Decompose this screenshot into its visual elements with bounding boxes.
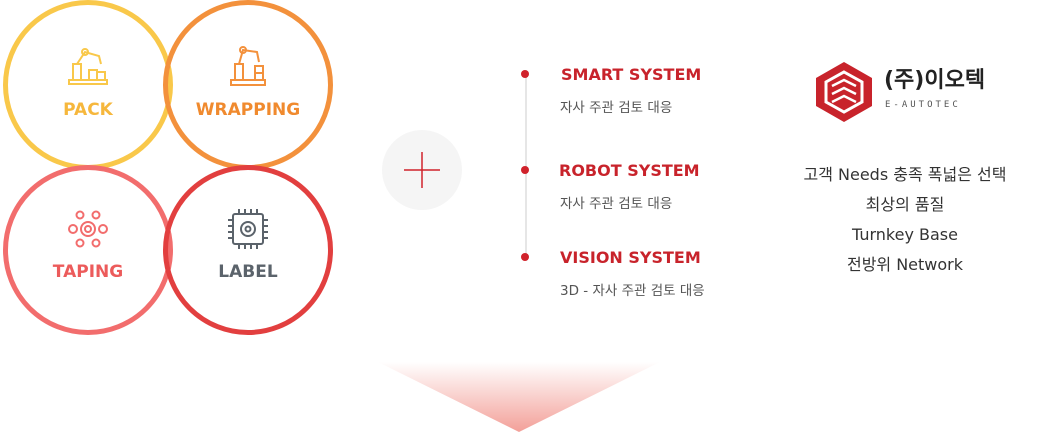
smart-system-desc: 자사 주관 검토 대응 [560, 100, 673, 116]
label-category[interactable]: LABEL [188, 206, 308, 282]
wrapping-category[interactable]: WRAPPING [188, 44, 308, 120]
feature-item: 최상의 품질 [865, 195, 945, 214]
down-arrow-icon [378, 362, 660, 432]
robot-system-title: ROBOT SYSTEM [559, 161, 700, 180]
feature-item: 고객 Needs 충족 폭넓은 선택 [803, 165, 1007, 184]
plus-icon [404, 152, 440, 188]
pack-label: PACK [63, 100, 113, 120]
timeline-dot-vision [521, 253, 529, 261]
label-circle[interactable] [163, 165, 333, 335]
pack-category[interactable]: PACK [28, 44, 148, 120]
vision-system-title: VISION SYSTEM [560, 248, 701, 267]
gear-network-icon [68, 210, 108, 248]
company-logo-icon [816, 62, 872, 122]
timeline-dot-robot [521, 166, 529, 174]
plus-badge [382, 130, 462, 210]
taping-label: TAPING [52, 262, 124, 282]
label-label: LABEL [218, 262, 278, 282]
robot-system-desc: 자사 주관 검토 대응 [560, 196, 673, 212]
feature-item: Turnkey Base [852, 225, 958, 244]
feature-list: 고객 Needs 충족 폭넓은 선택 최상의 품질 Turnkey Base 전… [785, 160, 1025, 280]
vision-system-desc: 3D - 자사 주관 검토 대응 [560, 283, 705, 299]
smart-system-title: SMART SYSTEM [561, 65, 702, 84]
robot-arm-pack-icon [68, 48, 108, 85]
chip-gear-icon [228, 209, 268, 249]
timeline-dot-smart [521, 70, 529, 78]
feature-item: 전방위 Network [846, 255, 964, 274]
wrapping-label: WRAPPING [195, 100, 301, 120]
taping-category[interactable]: TAPING [28, 206, 148, 282]
company-name: (주)이오텍 [884, 68, 986, 93]
robot-arm-wrapping-icon [230, 46, 266, 86]
company-subtitle: E-AUTOTEC [885, 100, 961, 110]
